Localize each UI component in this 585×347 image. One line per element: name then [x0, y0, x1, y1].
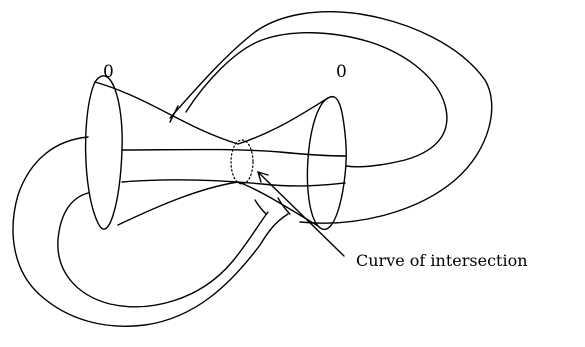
- outer-left-loop: [12, 136, 289, 327]
- handle-entry-top: [169, 105, 179, 123]
- right-rim-ellipse: [306, 96, 347, 230]
- neck-strand-left: [254, 199, 267, 215]
- inner-upper-handle: [185, 32, 448, 168]
- caption-arrow-shaft: [257, 171, 345, 257]
- left-boundary-label: 0: [103, 62, 114, 82]
- caption-arrow-head: [257, 171, 269, 183]
- left-rim-ellipse: [84, 75, 123, 230]
- tube-upper-profile: [94, 81, 329, 145]
- outer-upper-handle: [169, 11, 493, 224]
- intersection-curve: [230, 139, 254, 185]
- curve-caption: Curve of intersection: [356, 251, 528, 270]
- neck-strand-right: [277, 197, 291, 215]
- inner-left-loop: [57, 192, 269, 308]
- right-boundary-label: 0: [336, 62, 347, 82]
- inner-strand-lower: [121, 179, 346, 187]
- tube-lower-profile: [117, 181, 319, 227]
- inner-strand-upper: [121, 148, 347, 157]
